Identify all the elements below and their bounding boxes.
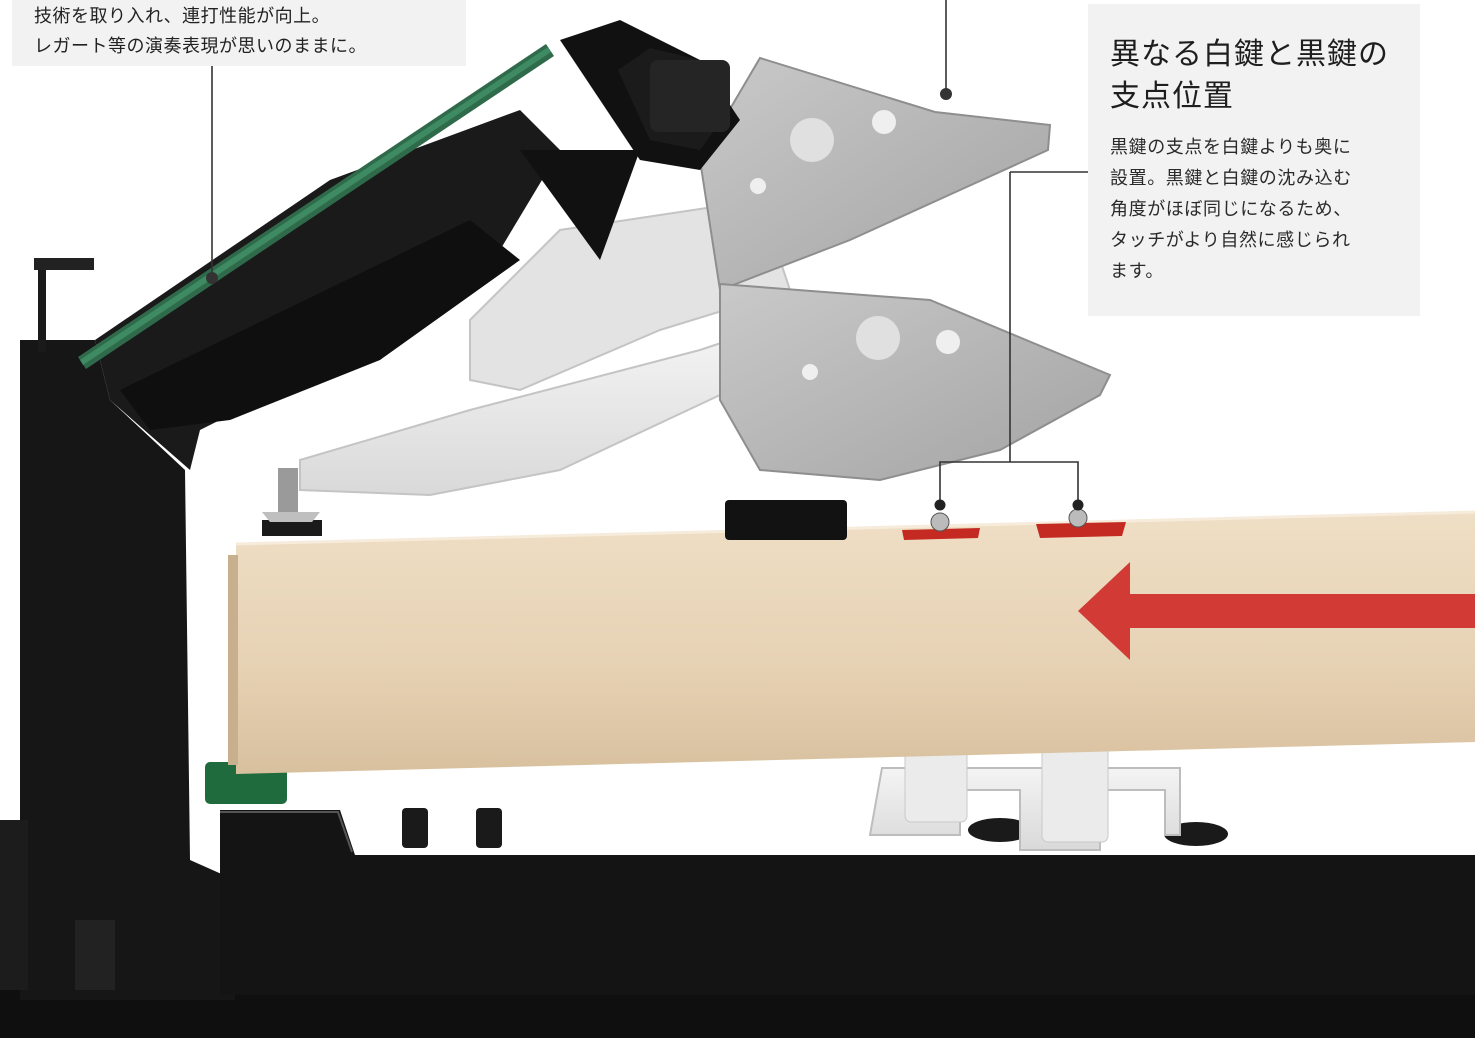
callout-pivot-position: 異なる白鍵と黒鍵の 支点位置 黒鍵の支点を白鍵よりも奥に 設置。黒鍵と白鍵の沈み… <box>1088 4 1420 316</box>
leader-lines <box>211 0 1088 505</box>
left-arrow-icon <box>1078 562 1475 660</box>
upper-hammer <box>698 56 1052 292</box>
body-line: タッチがより自然に感じられ <box>1110 230 1351 251</box>
white-key-pivot <box>902 512 980 540</box>
body-line: ます。 <box>1110 261 1164 282</box>
sensor-circuit-board <box>78 44 554 369</box>
white-support-arm <box>299 198 792 497</box>
action-body <box>95 20 740 470</box>
adjust-screw <box>262 468 322 536</box>
stud <box>402 808 428 848</box>
black-key-pivot <box>1036 508 1126 538</box>
stud <box>476 808 502 848</box>
body-line: 設置。黒鍵と白鍵の沈み込む <box>1110 168 1352 189</box>
callout-heading: 異なる白鍵と黒鍵の 支点位置 <box>1110 34 1398 118</box>
leader-dot <box>934 499 946 511</box>
body-line: 黒鍵の支点を白鍵よりも奥に <box>1110 137 1352 158</box>
wooden-key <box>236 512 1475 774</box>
callout-text-line: 技術を取り入れ、連打性能が向上。 <box>34 6 331 27</box>
heading-line: 異なる白鍵と黒鍵の <box>1110 37 1389 72</box>
key-weight-block <box>725 500 847 540</box>
heading-line: 支点位置 <box>1110 79 1234 114</box>
leader-dot <box>1072 499 1084 511</box>
stud <box>968 818 1032 842</box>
base-frame <box>0 258 1475 1038</box>
callout-text-line: レガート等の演奏表現が思いのままに。 <box>34 36 367 57</box>
callout-body: 黒鍵の支点を白鍵よりも奥に 設置。黒鍵と白鍵の沈み込む 角度がほぼ同じになるため… <box>1110 132 1398 287</box>
lower-hammer <box>719 282 1112 482</box>
body-line: 角度がほぼ同じになるため、 <box>1110 199 1352 220</box>
callout-repetition: 技術を取り入れ、連打性能が向上。 レガート等の演奏表現が思いのままに。 <box>12 0 466 66</box>
